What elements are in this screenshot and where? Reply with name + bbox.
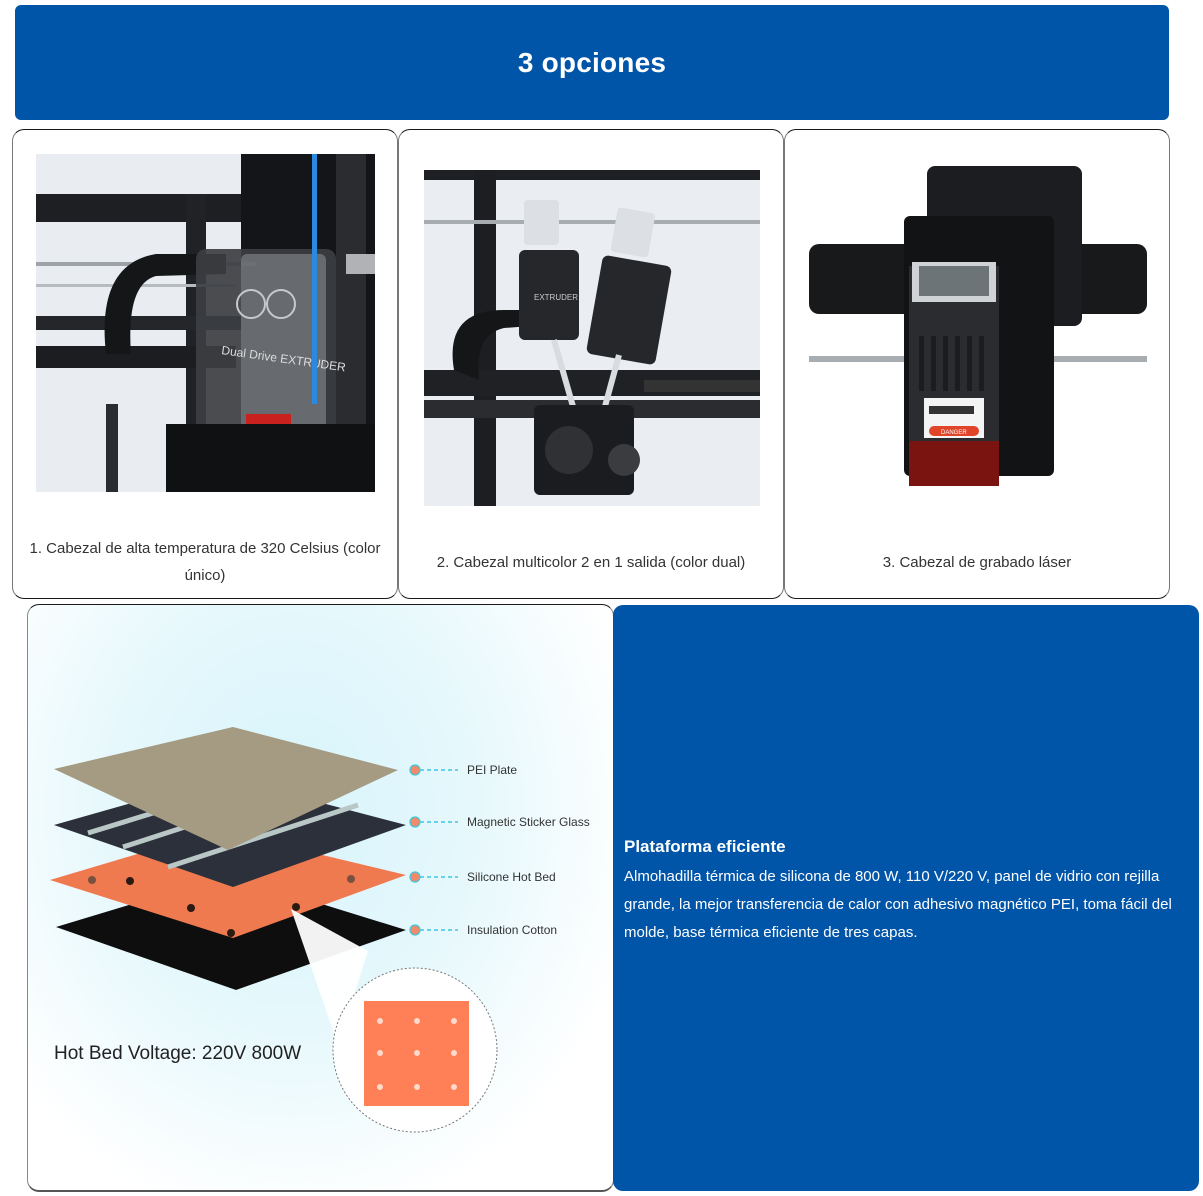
hot-bed-voltage: Hot Bed Voltage: 220V 800W: [54, 1043, 302, 1064]
legend-magnetic-sticker-glass: Magnetic Sticker Glass: [467, 815, 590, 829]
option-caption: 1. Cabezal de alta temperatura de 320 Ce…: [29, 540, 381, 584]
page-title: 3 opciones: [517, 46, 667, 78]
danger-label: DANGER: [941, 430, 967, 436]
dual-color-extruder-image: EXTRUDER: [424, 170, 760, 506]
legend-pei-plate: PEI Plate: [467, 763, 518, 777]
info-text: Almohadilla térmica de silicona de 800 W…: [624, 868, 1172, 941]
single-extruder-image: Dual Drive EXTRUDER: [36, 154, 375, 492]
option-card-single-extruder: Dual Drive EXTRUDER 1. Cabezal de alta t…: [12, 129, 398, 599]
hot-bed-figure: PEI Plate Magnetic Sticker Glass Silicon…: [27, 604, 614, 1192]
header-banner: 3 opciones: [15, 5, 1169, 120]
option-card-laser: DANGER 3. Cabezal de grabado láser: [784, 129, 1170, 599]
legend-insulation-cotton: Insulation Cotton: [467, 923, 558, 937]
info-panel: Plataforma eficiente Almohadilla térmica…: [613, 605, 1199, 1191]
info-title: Plataforma eficiente: [624, 837, 786, 856]
extruder-label: EXTRUDER: [534, 293, 578, 302]
hot-bed-layers-diagram: [50, 727, 498, 1133]
option-card-dual-color: EXTRUDER 2. Cabezal multicolor 2 en 1 sa…: [398, 129, 784, 599]
legend-silicone-hot-bed: Silicone Hot Bed: [467, 870, 556, 884]
options-row: Dual Drive EXTRUDER 1. Cabezal de alta t…: [12, 129, 1171, 599]
option-caption: 2. Cabezal multicolor 2 en 1 salida (col…: [436, 553, 746, 571]
laser-engraving-head-image: DANGER: [809, 166, 1147, 506]
option-caption: 3. Cabezal de grabado láser: [882, 553, 1072, 571]
